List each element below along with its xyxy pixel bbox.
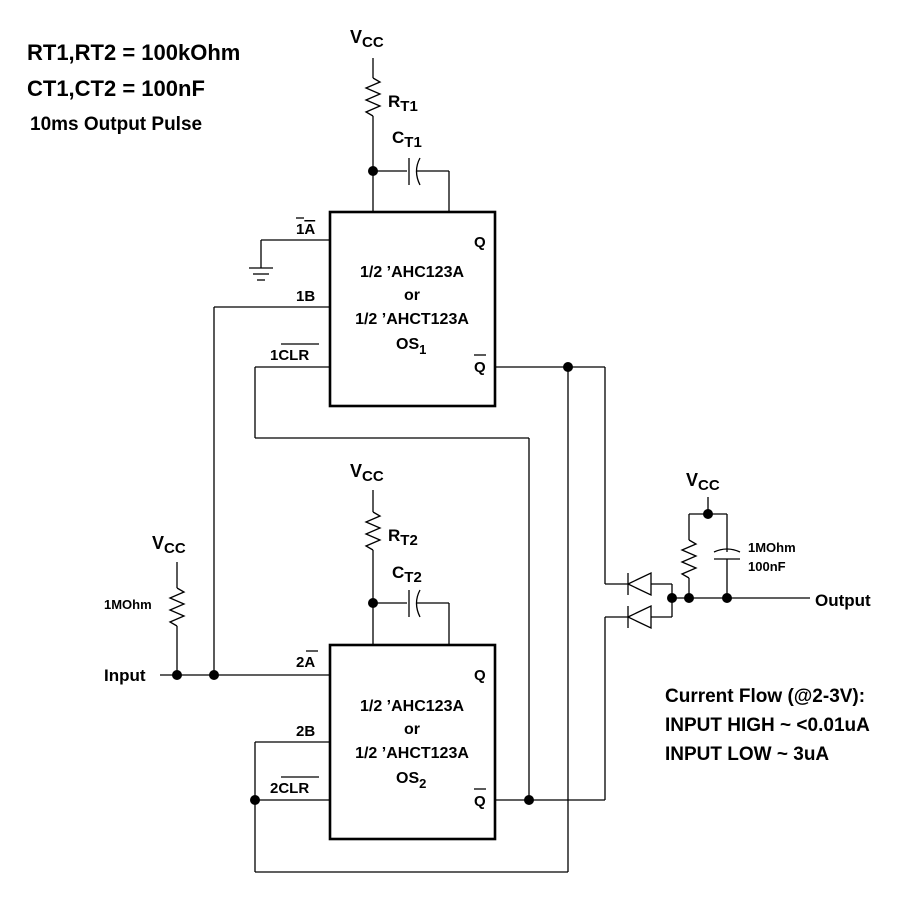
vcc-label-os1: VCC <box>350 27 384 51</box>
os2-line3: 1/2 ’AHCT123A <box>355 745 469 762</box>
os2-line1: 1/2 ’AHC123A <box>360 698 464 715</box>
vcc-label-input: VCC <box>152 533 186 557</box>
os1-line1: 1/2 ’AHC123A <box>360 264 464 281</box>
os1-pin-1clr: 1CLR <box>270 347 309 364</box>
os2-name: OS2 <box>396 770 426 791</box>
ct2-label: CT2 <box>392 563 422 586</box>
rt1-resistor <box>364 77 382 117</box>
rt2-resistor <box>364 511 382 551</box>
os1-line3: 1/2 ’AHCT123A <box>355 311 469 328</box>
os2-pin-2clr: 2CLR <box>270 780 309 797</box>
rt1-label: RT1 <box>388 92 418 115</box>
output-cap-plate-a <box>713 548 741 553</box>
note-current-title: Current Flow (@2-3V): <box>665 686 865 707</box>
os1-chip <box>328 210 497 408</box>
note-current-low: INPUT LOW ~ 3uA <box>665 744 829 765</box>
input-pullup-label: 1MOhm <box>104 597 152 612</box>
os1-line2: or <box>404 287 420 304</box>
os2-chip <box>328 643 497 841</box>
os2-pin-qbar: Q <box>474 793 486 810</box>
note-pulse: 10ms Output Pulse <box>30 114 202 135</box>
vcc-label-output: VCC <box>686 470 720 494</box>
os1-pin-1b: 1B <box>296 288 315 305</box>
output-resistor <box>680 539 698 579</box>
vcc-label-os2: VCC <box>350 461 384 485</box>
os2-pin-q: Q <box>474 667 486 684</box>
os2-pin-2b: 2B <box>296 723 315 740</box>
os1-pin-q: Q <box>474 234 486 251</box>
os1-pin-1a: 1A <box>296 221 315 238</box>
note-current-high: INPUT HIGH ~ <0.01uA <box>665 715 870 736</box>
os1-name: OS1 <box>396 336 426 357</box>
output-resistor-label: 1MOhm <box>748 540 796 555</box>
output-cap-label: 100nF <box>748 559 786 574</box>
note-resistors: RT1,RT2 = 100kOhm <box>27 40 240 65</box>
output-label: Output <box>815 591 871 610</box>
input-pullup-resistor <box>168 587 186 627</box>
os1-pin-qbar: Q <box>474 359 486 376</box>
os2-line2: or <box>404 721 420 738</box>
rt2-label: RT2 <box>388 526 418 549</box>
diode-os2 <box>626 604 672 630</box>
input-label: Input <box>104 666 146 685</box>
os2-pin-2a: 2A <box>296 654 315 671</box>
note-capacitors: CT1,CT2 = 100nF <box>27 76 205 101</box>
diode-os1 <box>626 571 672 597</box>
ct1-label: CT1 <box>392 128 422 151</box>
